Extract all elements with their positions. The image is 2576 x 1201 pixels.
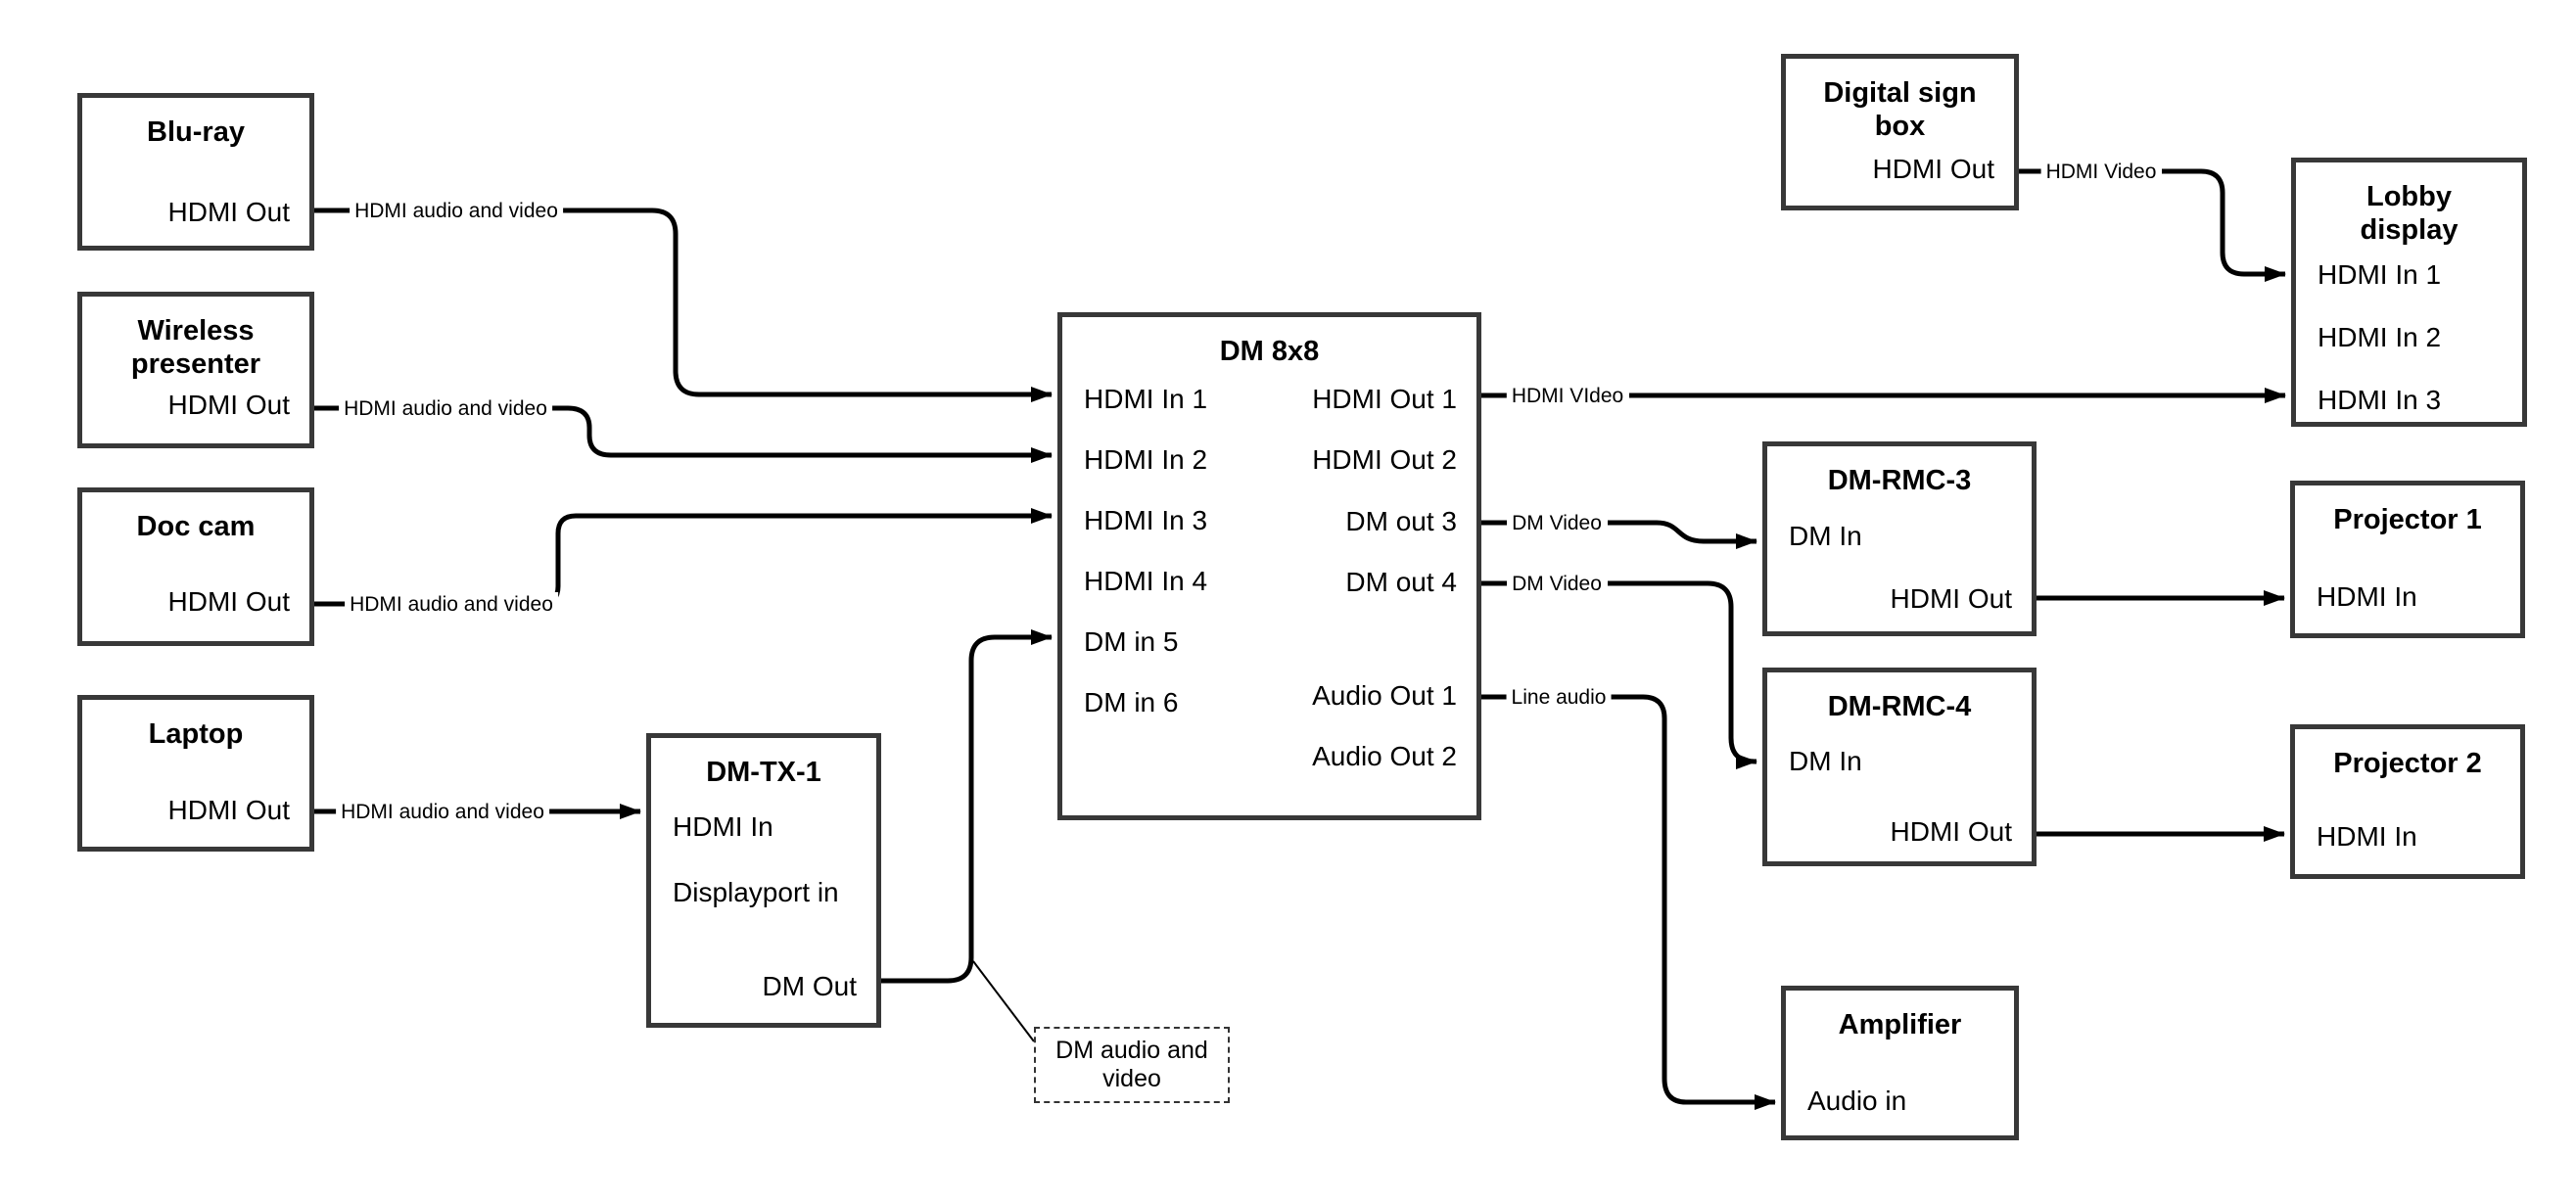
wire-dm8x8-out3-to-dmrmc3 <box>1481 523 1756 541</box>
port-hdmi-out: HDMI Out <box>167 390 290 420</box>
node-title: Laptop <box>148 718 244 750</box>
node-title: Lobby display <box>2300 180 2518 247</box>
edge-label-dm-video-1: DM Video <box>1507 511 1607 536</box>
node-dm-rmc-4: DM-RMC-4 DM In HDMI Out <box>1762 668 2037 866</box>
node-title: Blu-ray <box>147 116 245 148</box>
title-line-1: Wireless <box>137 315 255 346</box>
port-hdmi-out-1: HDMI Out 1 <box>1312 384 1457 414</box>
node-projector-2: Projector 2 HDMI In <box>2290 724 2525 879</box>
node-wireless-presenter: Wireless presenter HDMI Out <box>77 292 314 448</box>
port-hdmi-in: HDMI In <box>2317 581 2417 612</box>
node-title: Wireless presenter <box>86 314 305 381</box>
wire-bluray-to-dm8x8-in1 <box>313 208 1052 394</box>
title-line-2: presenter <box>130 348 261 380</box>
title-line-1: Lobby <box>2366 181 2452 212</box>
edge-label-dm-video-2: DM Video <box>1507 572 1607 597</box>
node-title: Amplifier <box>1838 1009 1962 1040</box>
port-hdmi-in-1: HDMI In 1 <box>1084 384 1208 414</box>
port-hdmi-out: HDMI Out <box>1890 816 2012 847</box>
port-dm-in: DM In <box>1789 521 1862 551</box>
edge-label-hdmi-video-digitalsign: HDMI Video <box>2040 160 2162 185</box>
port-hdmi-out-2: HDMI Out 2 <box>1312 444 1457 475</box>
port-hdmi-in-3: HDMI In 3 <box>1084 505 1208 535</box>
note-callout-line <box>972 960 1035 1042</box>
wire-dm8x8-out4-to-dmrmc4 <box>1481 580 1756 762</box>
port-audio-in: Audio in <box>1807 1086 1907 1116</box>
title-line-1: Digital sign <box>1823 77 1977 109</box>
node-title: DM-TX-1 <box>706 757 821 788</box>
node-projector-1: Projector 1 HDMI In <box>2290 481 2525 638</box>
port-hdmi-out: HDMI Out <box>1890 583 2012 614</box>
node-title: DM-RMC-3 <box>1827 465 1972 496</box>
port-dm-out: DM Out <box>762 971 857 1001</box>
edge-label-hdmi-audio-video-1: HDMI audio and video <box>350 199 563 224</box>
node-dm-tx-1: DM-TX-1 HDMI In Displayport in DM Out <box>646 733 881 1028</box>
port-audio-out-1: Audio Out 1 <box>1312 680 1457 711</box>
wire-doccam-to-dm8x8-in3 <box>313 516 1052 607</box>
port-hdmi-out: HDMI Out <box>1872 154 1994 184</box>
title-line-2: box <box>1874 111 1926 142</box>
node-title: Projector 2 <box>2333 748 2482 779</box>
port-hdmi-in-1: HDMI In 1 <box>2318 259 2442 290</box>
node-doc-cam: Doc cam HDMI Out <box>77 487 314 646</box>
node-laptop: Laptop HDMI Out <box>77 695 314 852</box>
port-displayport-in: Displayport in <box>673 877 839 907</box>
node-title: DM 8x8 <box>1219 336 1320 367</box>
note-dm-audio-video: DM audio and video <box>1034 1027 1230 1103</box>
title-line-2: display <box>2360 214 2459 246</box>
node-blu-ray: Blu-ray HDMI Out <box>77 93 314 251</box>
port-hdmi-in: HDMI In <box>2317 821 2417 852</box>
port-dm-out-3: DM out 3 <box>1345 506 1457 536</box>
edge-label-hdmi-video-lobby: HDMI VIdeo <box>1506 384 1629 409</box>
node-title: Digital sign box <box>1790 76 2010 143</box>
node-title: Projector 1 <box>2333 504 2482 535</box>
node-dm-8x8: DM 8x8 HDMI In 1 HDMI In 2 HDMI In 3 HDM… <box>1057 312 1481 820</box>
port-hdmi-in-2: HDMI In 2 <box>2318 322 2442 352</box>
port-dm-in-6: DM in 6 <box>1084 687 1179 717</box>
edge-label-hdmi-audio-video-3: HDMI audio and video <box>345 592 558 618</box>
port-hdmi-in-2: HDMI In 2 <box>1084 444 1208 475</box>
port-hdmi-out: HDMI Out <box>167 586 290 617</box>
wire-dmtx1-to-dm8x8-in5 <box>881 629 1053 984</box>
port-dm-out-4: DM out 4 <box>1345 567 1457 597</box>
node-amplifier: Amplifier Audio in <box>1781 986 2019 1140</box>
wire-dm8x8-audio1-to-amplifier <box>1481 694 1775 1102</box>
port-hdmi-in-4: HDMI In 4 <box>1084 566 1208 596</box>
edge-label-line-audio: Line audio <box>1506 685 1612 711</box>
port-hdmi-out: HDMI Out <box>167 197 290 227</box>
port-hdmi-in: HDMI In <box>673 811 773 842</box>
node-title: Doc cam <box>136 511 256 542</box>
port-dm-in-5: DM in 5 <box>1084 626 1179 657</box>
node-lobby-display: Lobby display HDMI In 1 HDMI In 2 HDMI I… <box>2291 158 2527 427</box>
port-hdmi-out: HDMI Out <box>167 795 290 825</box>
edge-label-hdmi-audio-video-4: HDMI audio and video <box>336 800 549 825</box>
edge-label-hdmi-audio-video-2: HDMI audio and video <box>339 396 552 422</box>
node-dm-rmc-3: DM-RMC-3 DM In HDMI Out <box>1762 441 2037 636</box>
wire-digitalsign-to-lobby-in1 <box>2019 168 2285 274</box>
port-audio-out-2: Audio Out 2 <box>1312 741 1457 771</box>
node-digital-sign-box: Digital sign box HDMI Out <box>1781 54 2019 210</box>
port-hdmi-in-3: HDMI In 3 <box>2318 385 2442 415</box>
node-title: DM-RMC-4 <box>1827 691 1972 722</box>
port-dm-in: DM In <box>1789 746 1862 776</box>
